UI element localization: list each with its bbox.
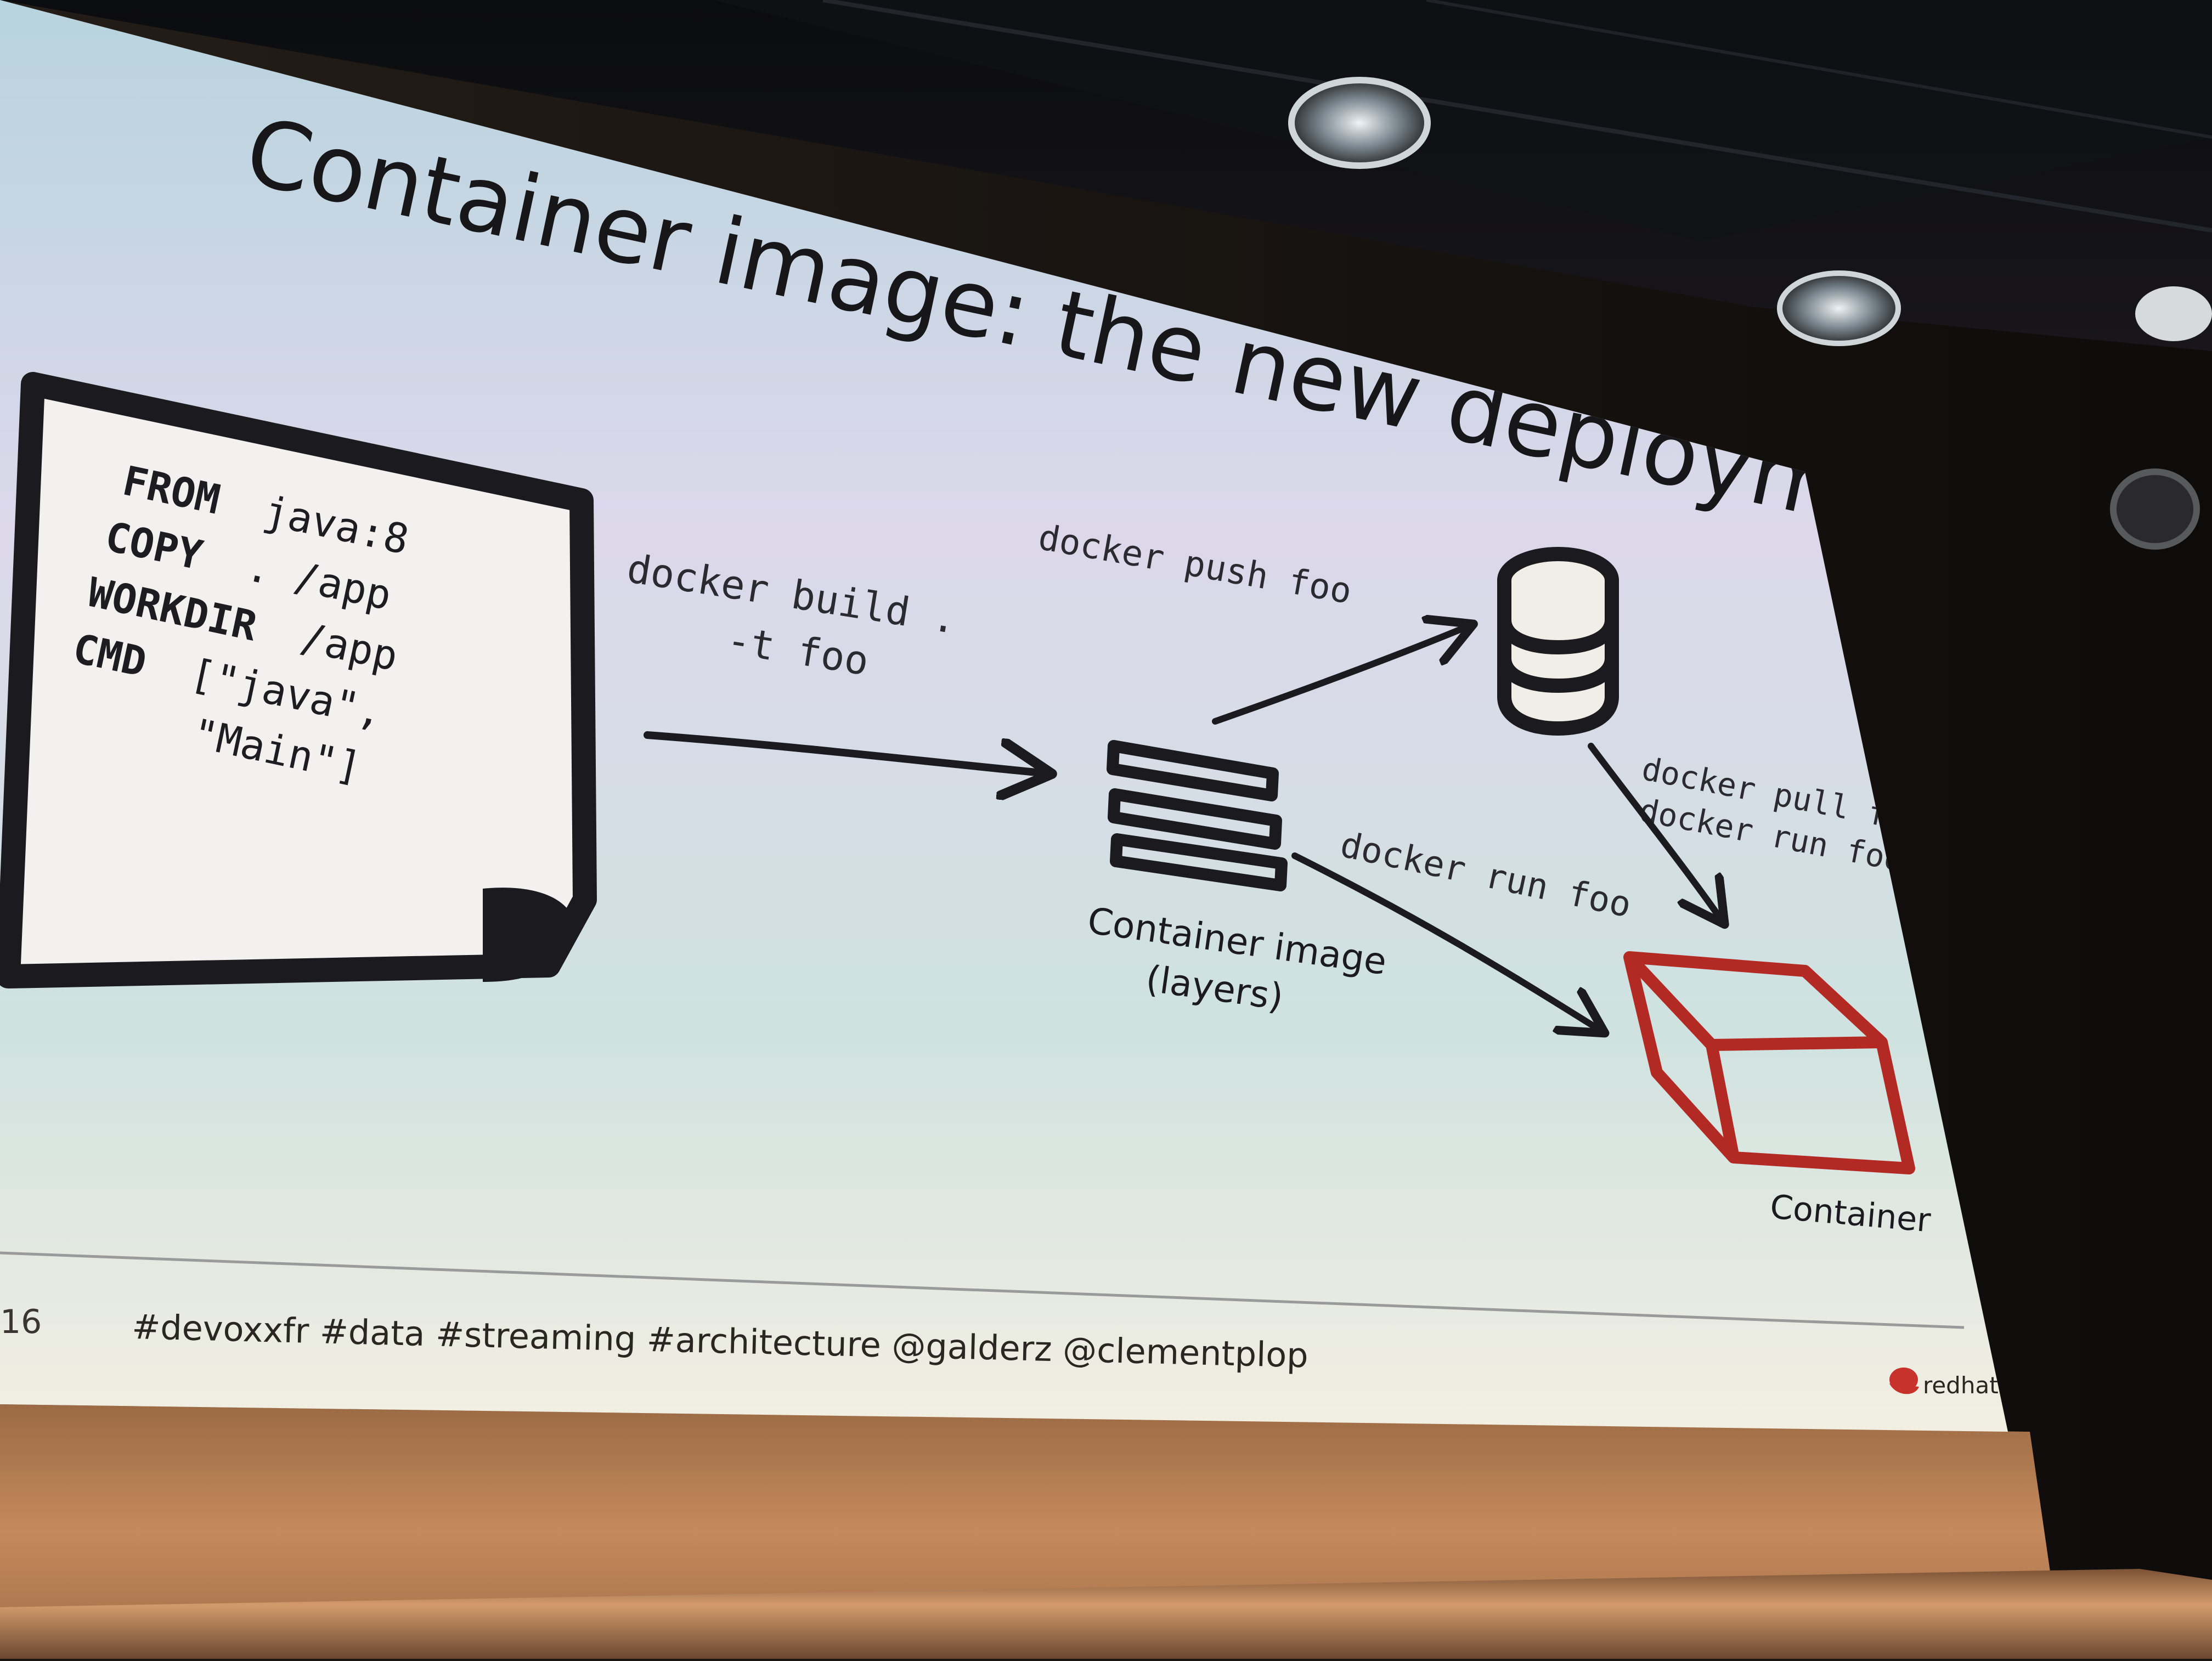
- wall-speaker: [2110, 468, 2200, 550]
- arrow-build: [644, 731, 1048, 773]
- arrow-run: [1291, 852, 1602, 1031]
- arrow-push: [1212, 625, 1470, 725]
- database-icon: [1497, 547, 1619, 736]
- ceiling-lamp-2: [1777, 270, 1901, 346]
- footer-logo-text: redhat: [1923, 1372, 1999, 1399]
- footer-page-number: 16: [0, 1303, 42, 1341]
- arrow-pull: [1588, 743, 1723, 922]
- ceiling-lamp-1: [1288, 77, 1431, 169]
- document-icon: [0, 372, 597, 988]
- footer-divider: [0, 1251, 1965, 1329]
- container-box-icon: [1623, 951, 1915, 1174]
- redhat-logo-icon: [1889, 1368, 1919, 1394]
- layers-icon: [1107, 740, 1288, 891]
